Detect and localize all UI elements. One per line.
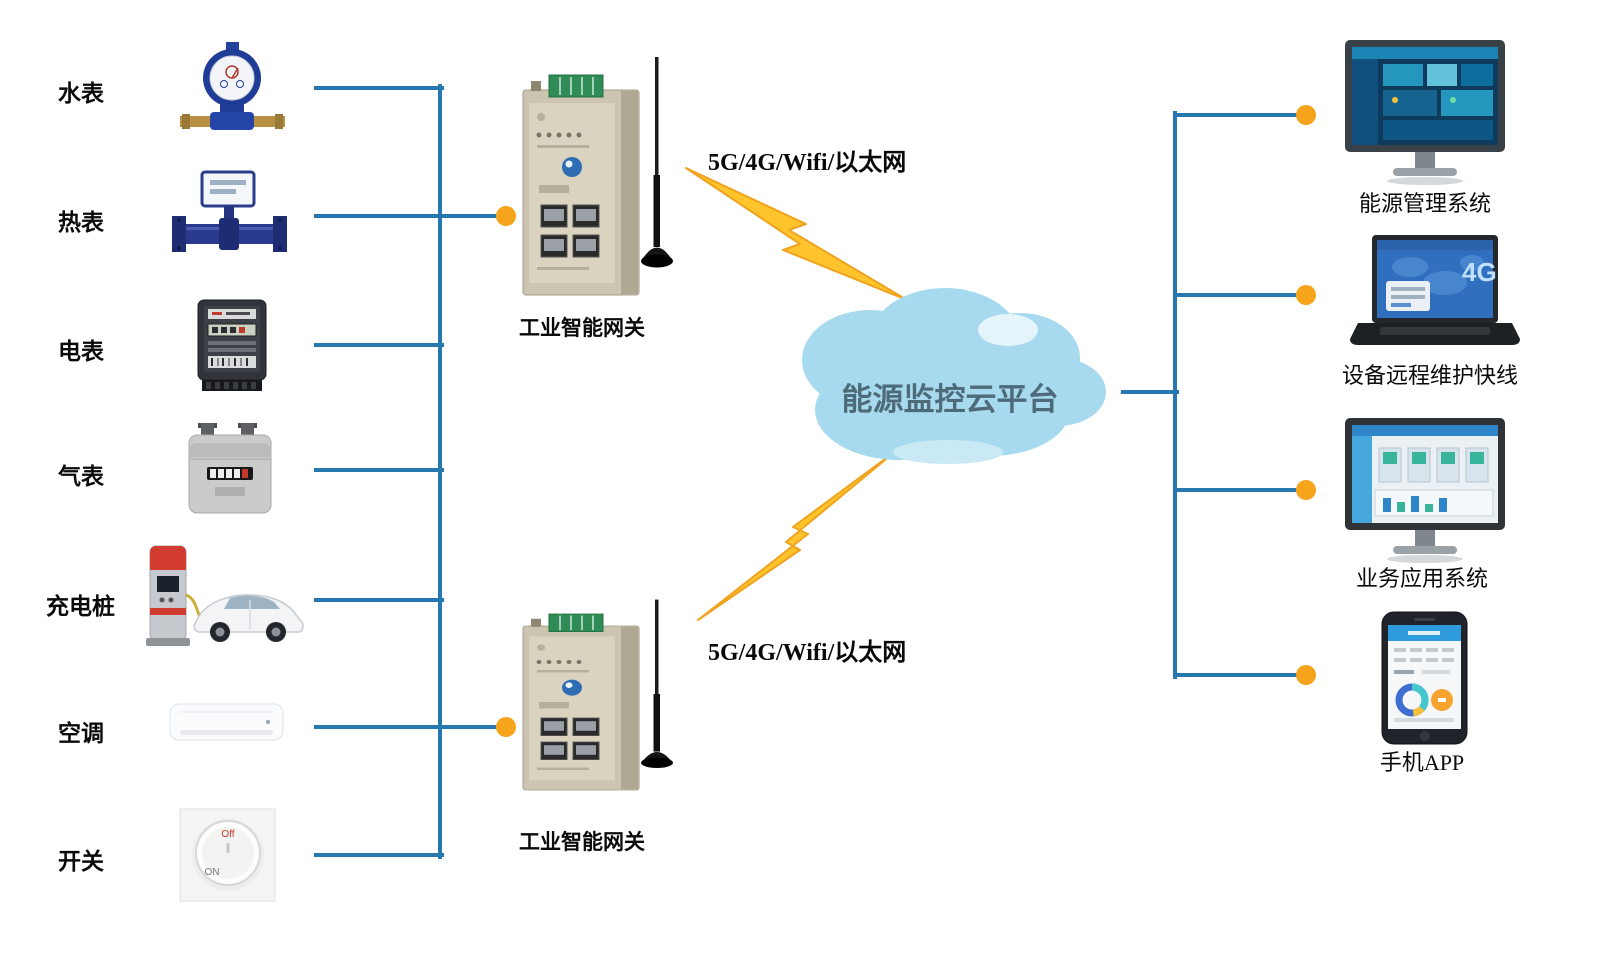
label-electric-meter: 电表 [58, 339, 104, 364]
label-link-top: 5G/4G/Wifi/以太网 [708, 150, 907, 176]
label-gateway-top: 工业智能网关 [519, 316, 645, 340]
label-heat-meter: 热表 [58, 210, 104, 235]
label-switch: 开关 [58, 849, 104, 874]
label-remote-maintenance: 设备远程维护快线 [1341, 363, 1518, 388]
dot-gateway-bottom [496, 717, 516, 737]
dot-business-system [1296, 480, 1316, 500]
lightning-bolt-top-icon [685, 167, 908, 301]
cloud-icon [802, 288, 1121, 464]
remote-maintenance-laptop-image: 4G [1350, 235, 1520, 345]
label-link-bottom: 5G/4G/Wifi/以太网 [708, 640, 907, 666]
cloud-platform-title: 能源监控云平台 [841, 382, 1059, 417]
connection-dots [496, 105, 1316, 737]
air-conditioner-image [169, 703, 284, 741]
label-mobile-app: 手机APP [1379, 750, 1465, 775]
dot-energy-system [1296, 105, 1316, 125]
switch-image: Off ON [179, 808, 276, 902]
label-water-meter: 水表 [58, 81, 104, 106]
laptop-screen-4g-text: 4G [1462, 257, 1497, 287]
connection-lines [314, 84, 1302, 859]
dot-mobile-app [1296, 665, 1316, 685]
label-air-conditioner: 空调 [58, 721, 104, 746]
gas-meter-image [188, 423, 272, 514]
energy-management-monitor-image [1345, 40, 1505, 185]
charging-pile-image [146, 545, 304, 646]
dot-gateway-top [496, 206, 516, 226]
electric-meter-image [197, 299, 267, 391]
car-icon [193, 594, 304, 642]
switch-off-text: Off [221, 829, 234, 840]
label-business-system: 业务应用系统 [1355, 566, 1488, 591]
label-energy-system: 能源管理系统 [1358, 191, 1491, 216]
dot-remote-maintenance [1296, 285, 1316, 305]
label-gas-meter: 气表 [58, 464, 104, 489]
gateway-top-image [522, 56, 674, 296]
heat-meter-image [172, 170, 287, 252]
switch-on-text: ON [205, 867, 220, 878]
business-application-monitor-image [1345, 418, 1505, 563]
gateway-bottom-image [522, 598, 674, 791]
lightning-bolt-bottom-icon [697, 449, 898, 621]
mobile-phone-image [1381, 611, 1468, 745]
water-meter-image [180, 42, 285, 130]
label-charging-pile: 充电桩 [46, 594, 115, 619]
label-gateway-bottom: 工业智能网关 [519, 830, 645, 854]
